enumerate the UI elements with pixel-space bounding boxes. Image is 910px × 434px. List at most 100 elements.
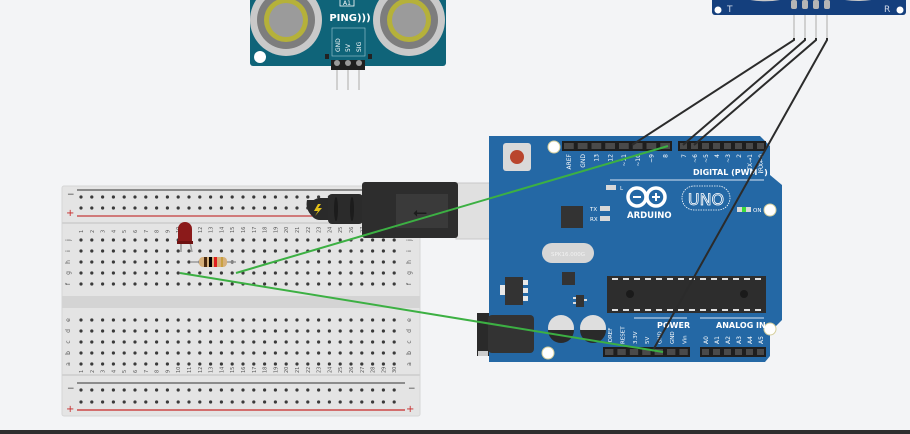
rail-hole[interactable]: [284, 206, 288, 210]
breadboard-hole[interactable]: [392, 282, 396, 286]
breadboard-hole[interactable]: [79, 238, 83, 242]
rail-hole[interactable]: [371, 388, 375, 392]
breadboard-hole[interactable]: [371, 318, 375, 322]
breadboard-hole[interactable]: [90, 260, 94, 264]
breadboard-hole[interactable]: [219, 282, 223, 286]
breadboard-hole[interactable]: [198, 362, 202, 366]
header-socket[interactable]: [564, 143, 574, 149]
breadboard-hole[interactable]: [133, 249, 137, 253]
wire-ultrasonic-vcc[interactable]: [651, 38, 828, 353]
resistor[interactable]: [190, 257, 236, 267]
breadboard-hole[interactable]: [241, 249, 245, 253]
breadboard-hole[interactable]: [219, 362, 223, 366]
breadboard-hole[interactable]: [101, 329, 105, 333]
rail-hole[interactable]: [338, 388, 342, 392]
rail-hole[interactable]: [133, 206, 137, 210]
rail-hole[interactable]: [392, 388, 396, 392]
breadboard-hole[interactable]: [133, 340, 137, 344]
breadboard-hole[interactable]: [306, 271, 310, 275]
header-socket[interactable]: [642, 349, 651, 355]
breadboard-hole[interactable]: [263, 318, 267, 322]
breadboard-hole[interactable]: [371, 329, 375, 333]
rail-hole[interactable]: [122, 195, 126, 199]
breadboard-hole[interactable]: [101, 351, 105, 355]
breadboard-hole[interactable]: [392, 260, 396, 264]
header-socket[interactable]: [646, 143, 657, 149]
breadboard-hole[interactable]: [209, 340, 213, 344]
breadboard-hole[interactable]: [165, 329, 169, 333]
breadboard-hole[interactable]: [306, 351, 310, 355]
breadboard-hole[interactable]: [371, 362, 375, 366]
breadboard-hole[interactable]: [122, 318, 126, 322]
rail-hole[interactable]: [111, 195, 115, 199]
breadboard-hole[interactable]: [176, 249, 180, 253]
breadboard-hole[interactable]: [252, 318, 256, 322]
breadboard-hole[interactable]: [230, 362, 234, 366]
rail-hole[interactable]: [122, 400, 126, 404]
breadboard-hole[interactable]: [306, 260, 310, 264]
ultrasonic-pin-header[interactable]: [791, 0, 830, 38]
breadboard-hole[interactable]: [371, 238, 375, 242]
rail-hole[interactable]: [306, 400, 310, 404]
breadboard-hole[interactable]: [273, 249, 277, 253]
breadboard-hole[interactable]: [295, 271, 299, 275]
rail-hole[interactable]: [209, 400, 213, 404]
breadboard-hole[interactable]: [381, 318, 385, 322]
breadboard-hole[interactable]: [392, 362, 396, 366]
breadboard-hole[interactable]: [230, 271, 234, 275]
rail-hole[interactable]: [144, 206, 148, 210]
header-socket[interactable]: [724, 143, 731, 149]
rail-hole[interactable]: [381, 388, 385, 392]
rail-hole[interactable]: [219, 400, 223, 404]
header-socket[interactable]: [680, 143, 687, 149]
breadboard-hole[interactable]: [306, 362, 310, 366]
breadboard-hole[interactable]: [230, 249, 234, 253]
rail-hole[interactable]: [176, 400, 180, 404]
rail-hole[interactable]: [273, 206, 277, 210]
header-socket[interactable]: [605, 143, 615, 149]
breadboard-hole[interactable]: [133, 282, 137, 286]
breadboard-hole[interactable]: [263, 260, 267, 264]
breadboard-hole[interactable]: [252, 329, 256, 333]
rail-hole[interactable]: [219, 388, 223, 392]
breadboard-hole[interactable]: [187, 362, 191, 366]
breadboard-hole[interactable]: [327, 271, 331, 275]
breadboard-hole[interactable]: [241, 260, 245, 264]
rail-hole[interactable]: [219, 195, 223, 199]
breadboard-hole[interactable]: [176, 282, 180, 286]
breadboard-hole[interactable]: [155, 340, 159, 344]
breadboard-hole[interactable]: [187, 329, 191, 333]
breadboard-hole[interactable]: [90, 238, 94, 242]
breadboard-hole[interactable]: [392, 249, 396, 253]
rail-hole[interactable]: [295, 400, 299, 404]
breadboard-hole[interactable]: [155, 329, 159, 333]
breadboard-hole[interactable]: [327, 282, 331, 286]
breadboard-hole[interactable]: [79, 260, 83, 264]
breadboard-hole[interactable]: [155, 249, 159, 253]
breadboard-hole[interactable]: [187, 260, 191, 264]
breadboard-hole[interactable]: [371, 340, 375, 344]
breadboard-hole[interactable]: [198, 249, 202, 253]
breadboard-hole[interactable]: [144, 318, 148, 322]
breadboard-hole[interactable]: [349, 340, 353, 344]
rail-hole[interactable]: [273, 400, 277, 404]
breadboard-hole[interactable]: [155, 282, 159, 286]
rail-hole[interactable]: [263, 388, 267, 392]
breadboard-hole[interactable]: [165, 249, 169, 253]
rail-hole[interactable]: [273, 195, 277, 199]
breadboard-hole[interactable]: [349, 249, 353, 253]
breadboard-hole[interactable]: [133, 260, 137, 264]
breadboard-hole[interactable]: [273, 271, 277, 275]
breadboard-hole[interactable]: [338, 249, 342, 253]
breadboard-hole[interactable]: [176, 260, 180, 264]
header-socket[interactable]: [577, 143, 588, 149]
rail-hole[interactable]: [165, 400, 169, 404]
breadboard-hole[interactable]: [295, 282, 299, 286]
rail-hole[interactable]: [133, 195, 137, 199]
breadboard-hole[interactable]: [230, 238, 234, 242]
header-socket[interactable]: [735, 143, 742, 149]
breadboard-hole[interactable]: [273, 329, 277, 333]
header-socket[interactable]: [713, 143, 720, 149]
breadboard-hole[interactable]: [209, 318, 213, 322]
breadboard-hole[interactable]: [263, 282, 267, 286]
